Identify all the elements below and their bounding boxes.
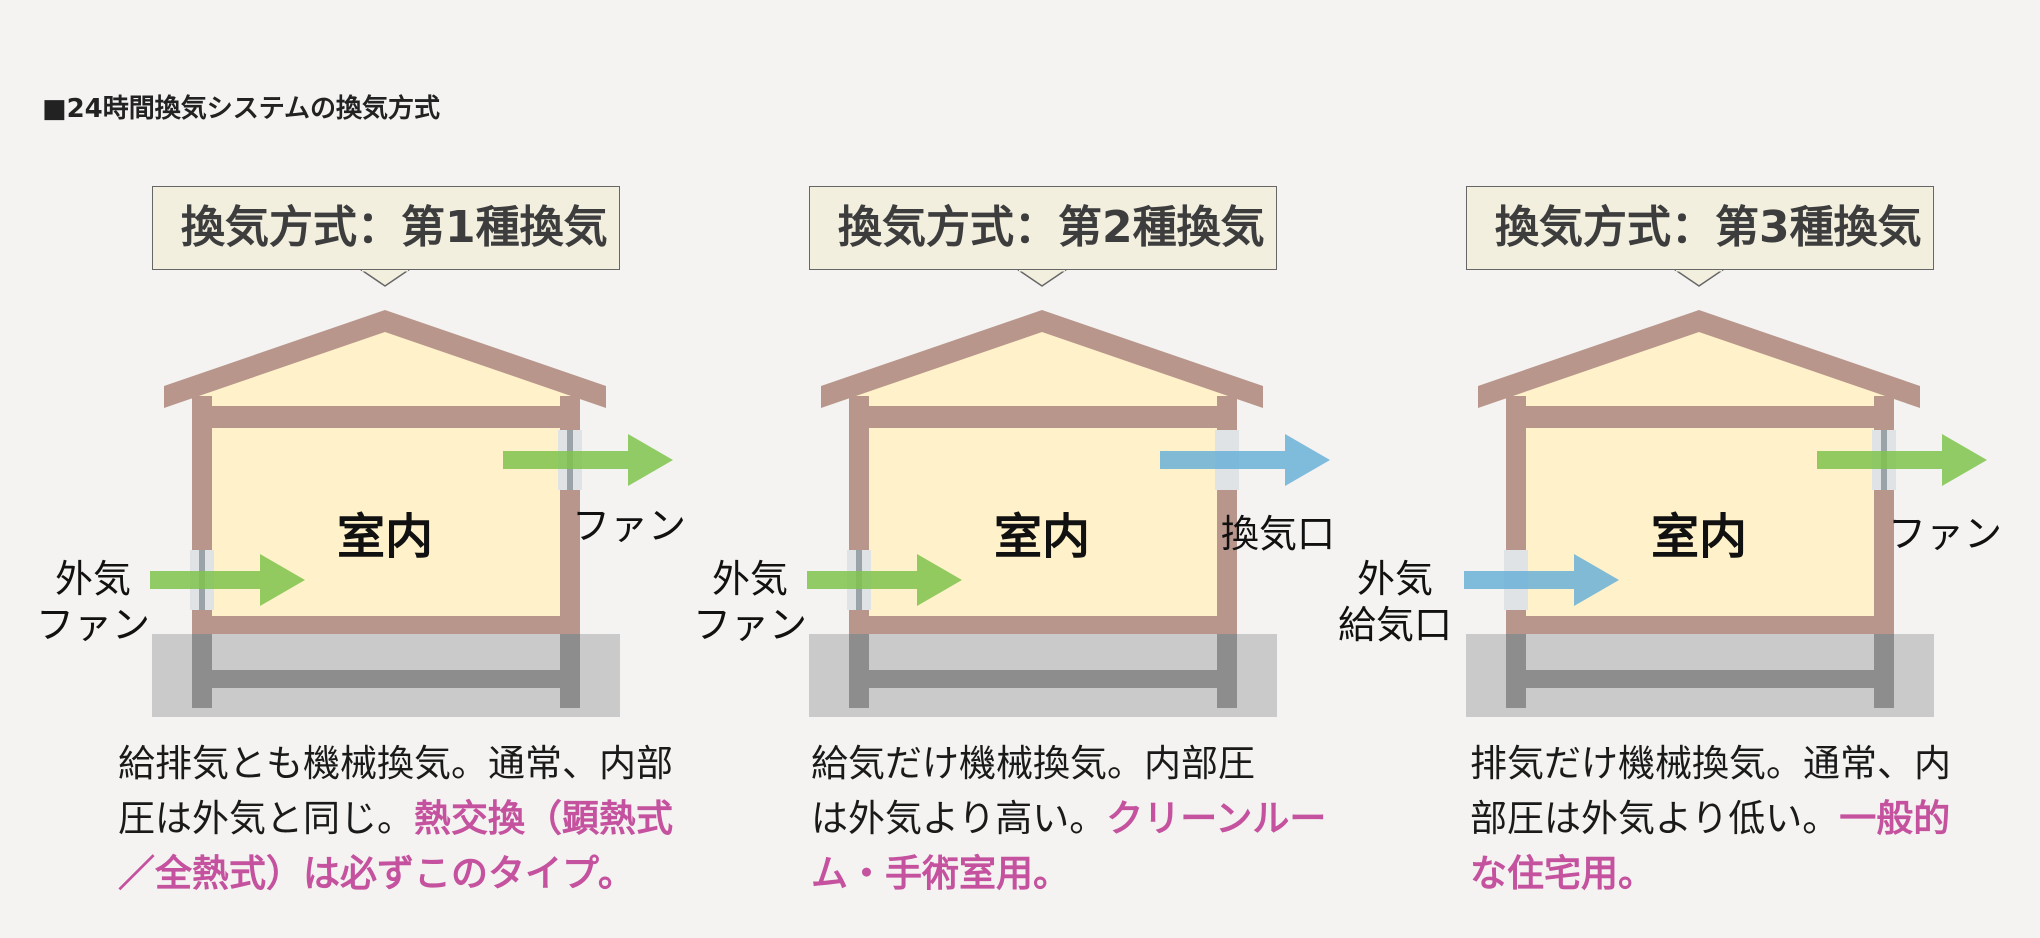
room-label: 室内	[993, 509, 1090, 565]
house-diagram	[807, 268, 1330, 717]
roof	[164, 310, 606, 408]
inlet-arrow	[1464, 554, 1619, 606]
roof	[821, 310, 1263, 408]
attic	[849, 320, 1235, 398]
type-label: 換気方式：第2種換気	[809, 186, 1277, 270]
outlet-label: ファン	[1888, 512, 2003, 556]
outlet-label: 換気口	[1221, 512, 1336, 556]
panel-type-1: 換気方式：第1種換気 室内 外気 ファン ファン 給排気とも機械換気。通常、内部…	[0, 0, 700, 938]
type-label: 換気方式：第1種換気	[152, 186, 620, 270]
description: 排気だけ機械換気。通常、内 部圧は外気より低い。一般的 な住宅用。	[1470, 742, 1951, 895]
outlet-arrow	[1160, 434, 1330, 486]
room-label: 室内	[336, 509, 433, 565]
outlet-label: ファン	[572, 504, 687, 548]
panel-type-3: 換気方式：第3種換気 室内 外気 給気口 ファン 排気だけ機械換気。通常、内 部…	[1314, 0, 2014, 938]
house-diagram	[150, 268, 673, 717]
page-title: ■24時間換気システムの換気方式	[42, 94, 440, 124]
panel-type-2: 換気方式：第2種換気 室内 外気 ファン 換気口 給気だけ機械換気。内部圧 は外…	[657, 0, 1357, 938]
inlet-arrow	[150, 554, 305, 606]
attic	[192, 320, 578, 398]
outlet-arrow	[503, 434, 673, 486]
inlet-label: 外気 ファン	[693, 557, 808, 647]
outlet-arrow	[1817, 434, 1987, 486]
attic	[1506, 320, 1892, 398]
inlet-label: 外気 給気口	[1338, 557, 1453, 647]
type-label: 換気方式：第3種換気	[1466, 186, 1934, 270]
house-diagram	[1464, 268, 1987, 717]
inlet-label: 外気 ファン	[36, 557, 151, 647]
roof	[1478, 310, 1920, 408]
description: 給排気とも機械換気。通常、内部 圧は外気と同じ。熱交換（顕熱式 ／全熱式）は必ず…	[118, 742, 673, 895]
description: 給気だけ機械換気。内部圧 は外気より高い。クリーンルー ム・手術室用。	[811, 742, 1327, 895]
room-label: 室内	[1650, 509, 1747, 565]
inlet-arrow	[807, 554, 962, 606]
